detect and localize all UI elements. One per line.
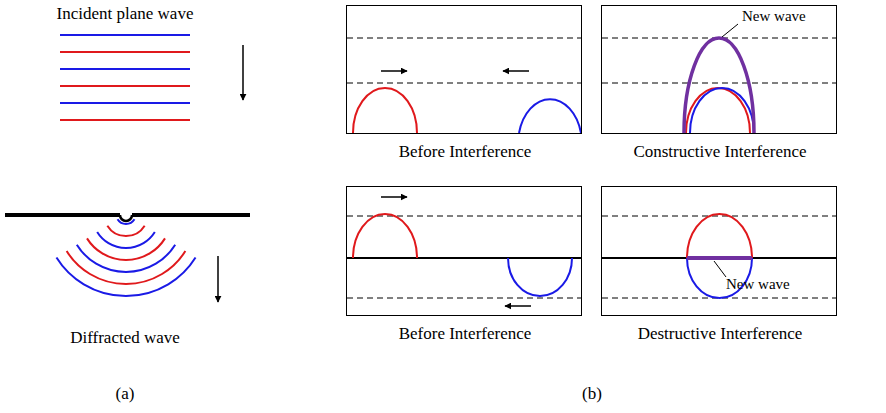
panel-drawing	[347, 38, 581, 133]
panel-caption: Before Interference	[399, 324, 532, 344]
panel-drawing	[602, 214, 836, 298]
callout-label: New wave	[726, 276, 790, 293]
panel-box: Before Interference	[346, 186, 582, 316]
panel-caption: Constructive Interference	[633, 142, 806, 162]
panel-caption: Destructive Interference	[638, 324, 803, 344]
direction-arrow	[242, 45, 244, 100]
figure-label: Diffracted wave	[70, 328, 180, 348]
panel-drawing	[602, 24, 836, 133]
callout-label: New wave	[742, 8, 806, 25]
panel-box: New waveDestructive Interference	[601, 186, 837, 316]
panel-drawing	[347, 197, 581, 306]
barrier	[5, 215, 250, 221]
panel-box: Before Interference	[346, 5, 582, 134]
figure-label: Incident plane wave	[57, 4, 194, 24]
panel-caption: Before Interference	[399, 142, 532, 162]
diffracted-arcs	[56, 219, 195, 296]
plane-wave-lines	[60, 35, 190, 120]
subfigure-label: (a)	[116, 384, 135, 404]
subfigure-label: (b)	[582, 384, 602, 404]
direction-arrow	[217, 256, 219, 302]
panel-box: New waveConstructive Interference	[601, 5, 837, 134]
